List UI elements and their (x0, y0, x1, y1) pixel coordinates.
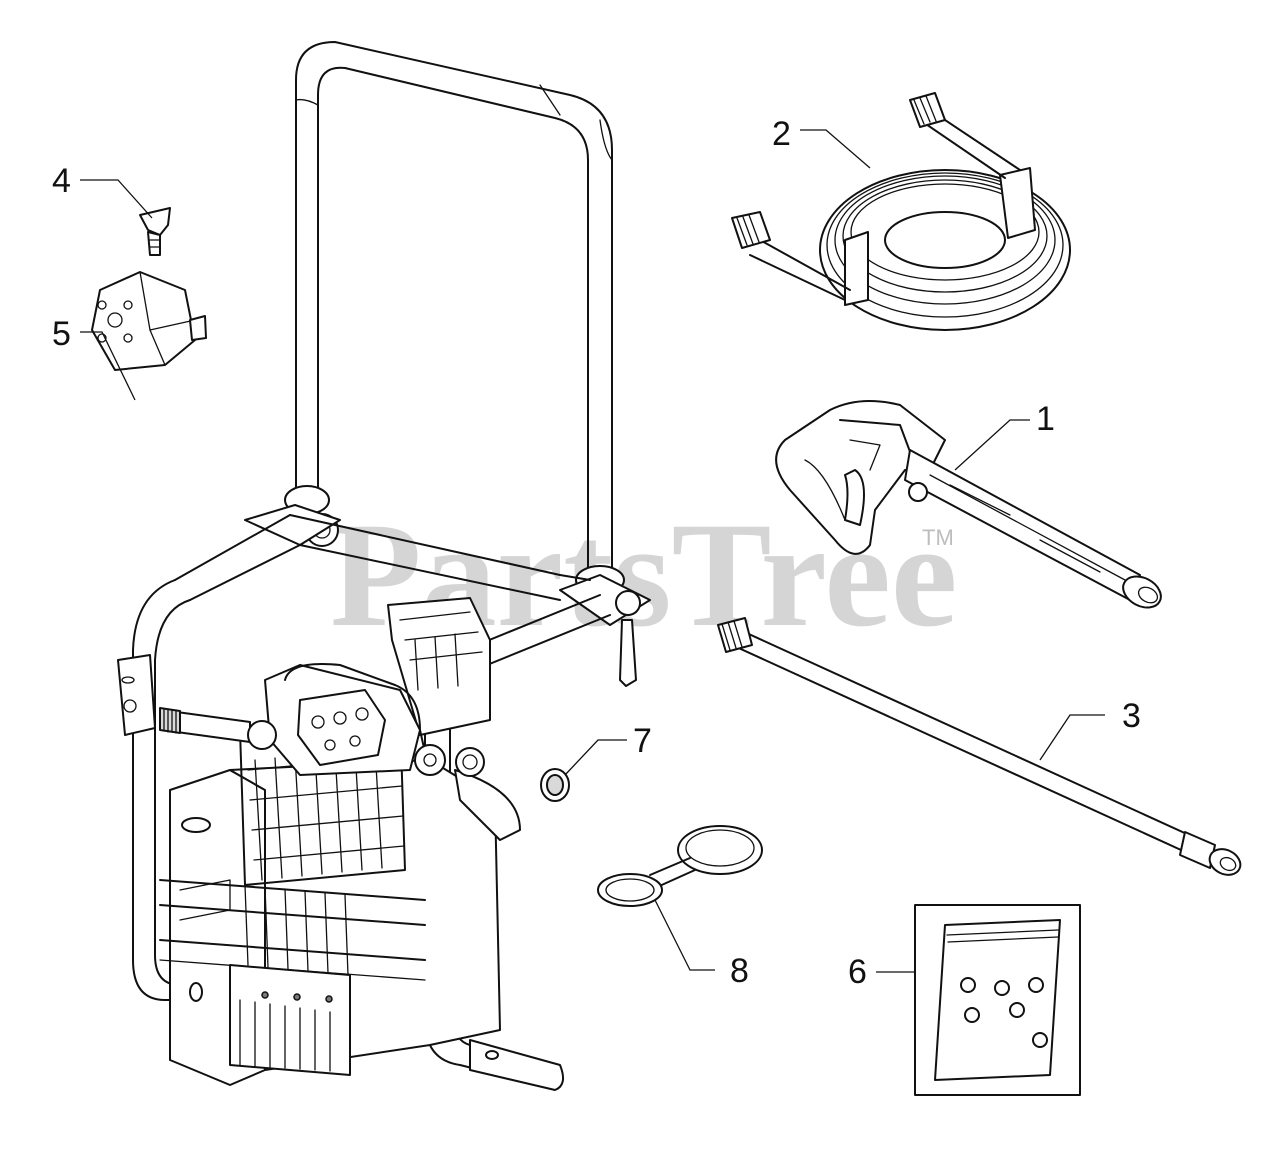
part-7-fitting (540, 768, 570, 802)
part-8-cap (597, 825, 763, 907)
part-4-nozzle-tip (139, 207, 171, 256)
callout-7: 7 (633, 722, 652, 760)
part-1-spray-gun (775, 400, 1162, 609)
callout-3: 3 (1122, 697, 1141, 735)
part-6-parts-bag (914, 904, 1081, 1096)
part-3-spray-wand (717, 617, 1242, 876)
callout-6: 6 (848, 953, 867, 991)
part-2-high-pressure-hose (731, 92, 1071, 331)
callout-4: 4 (52, 162, 71, 200)
leader-lines (80, 129, 1105, 973)
callout-8: 8 (730, 952, 749, 990)
callout-5: 5 (52, 315, 71, 353)
callout-1: 1 (1036, 400, 1055, 438)
part-5-nozzle-selector (91, 271, 207, 371)
watermark-tm: TM (922, 525, 954, 550)
callout-2: 2 (772, 115, 791, 153)
pressure-washer-unit (117, 41, 651, 1091)
